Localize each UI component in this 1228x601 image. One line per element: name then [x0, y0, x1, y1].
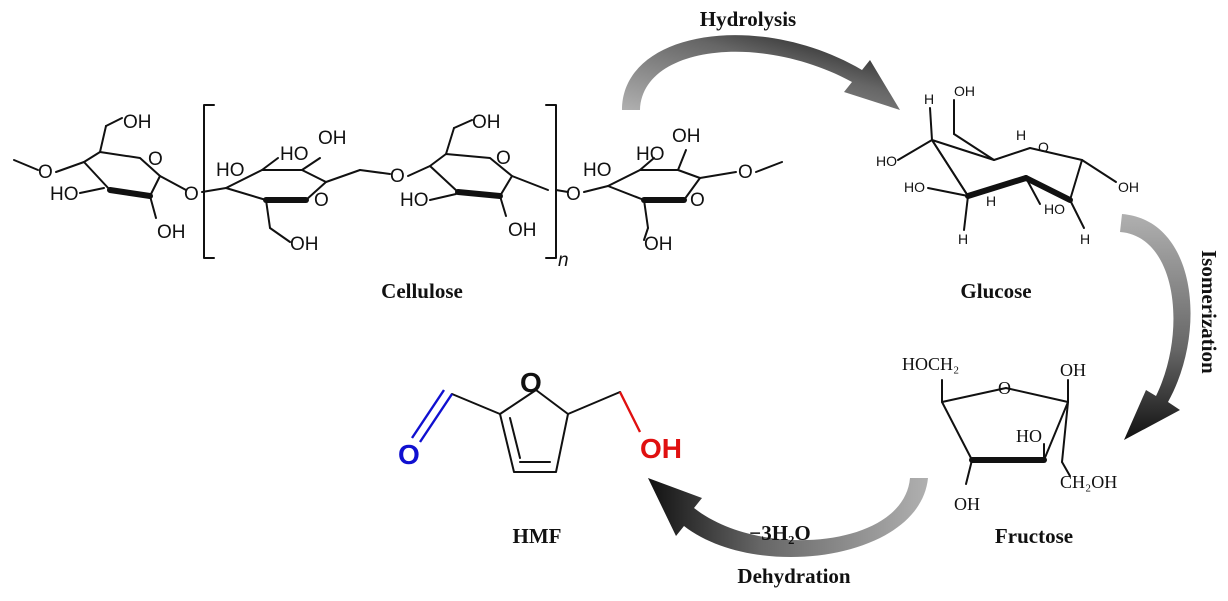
- cellulose-repeat-n: n: [558, 250, 569, 271]
- cellulose-oh-2: OH: [157, 222, 186, 243]
- hmf-ring-o: O: [520, 367, 542, 398]
- cellulose-ho-4: HO: [400, 190, 429, 211]
- cellulose-ho-3: HO: [280, 144, 309, 165]
- glucose-h-5: H: [1080, 231, 1090, 247]
- glucose-ho-3: HO: [1044, 201, 1065, 217]
- isomerization-arrow: [1120, 214, 1191, 440]
- glucose-oh-top: OH: [954, 83, 975, 99]
- fructose-ho: HO: [1016, 426, 1042, 446]
- glucose-h-3: H: [1016, 127, 1026, 143]
- cellulose-label: Cellulose: [381, 279, 463, 303]
- cellulose-ho-6: HO: [636, 144, 665, 165]
- cellulose-link-o-3: O: [566, 184, 581, 205]
- glucose-structure: OH H HO HO H H O H HO OH H: [876, 83, 1139, 247]
- cellulose-structure: O OH HO OH O O HO HO OH O OH O: [13, 104, 783, 271]
- cellulose-ring-o-4: O: [690, 190, 705, 211]
- cellulose-oh-8: OH: [644, 234, 673, 255]
- fructose-structure: HOCH₂ O OH CH₂OH HO OH: [902, 354, 1117, 514]
- fructose-hoch2: HOCH₂: [902, 354, 959, 374]
- cellulose-ring-o-1: O: [148, 149, 163, 170]
- water-loss-label: −3H₂O: [749, 521, 810, 545]
- hydrolysis-label: Hydrolysis: [700, 7, 796, 31]
- cellulose-o-left: O: [38, 162, 53, 183]
- glucose-label: Glucose: [960, 279, 1031, 303]
- cellulose-oh-5: OH: [472, 112, 501, 133]
- cellulose-oh-1: OH: [123, 112, 152, 133]
- glucose-ring-o: O: [1038, 139, 1049, 155]
- dehydration-arrow: [648, 478, 928, 558]
- cellulose-ho-5: HO: [583, 160, 612, 181]
- glucose-ho-2: HO: [904, 179, 925, 195]
- glucose-ho-1: HO: [876, 153, 897, 169]
- cellulose-oh-6: OH: [508, 220, 537, 241]
- glucose-h-1: H: [924, 91, 934, 107]
- cellulose-oh-3: OH: [318, 128, 347, 149]
- hmf-structure: O O OH: [398, 367, 682, 473]
- dehydration-label: Dehydration: [737, 564, 850, 588]
- cellulose-oh-7: OH: [672, 126, 701, 147]
- fructose-label: Fructose: [995, 524, 1073, 548]
- glucose-h-4: H: [986, 193, 996, 209]
- cellulose-ho-1: HO: [50, 184, 79, 205]
- hydrolysis-arrow: [622, 35, 900, 110]
- glucose-h-2: H: [958, 231, 968, 247]
- hmf-aldehyde-o: O: [398, 439, 420, 470]
- cellulose-ho-2: HO: [216, 160, 245, 181]
- fructose-ch2oh: CH₂OH: [1060, 472, 1117, 492]
- glucose-oh-right: OH: [1118, 179, 1139, 195]
- hmf-hydroxyl: OH: [640, 433, 682, 464]
- hmf-label: HMF: [513, 524, 562, 548]
- isomerization-label: Isomerization: [1197, 250, 1221, 374]
- fructose-oh-1: OH: [1060, 360, 1086, 380]
- cellulose-ring-o-3: O: [496, 148, 511, 169]
- fructose-ring-o: O: [998, 378, 1011, 398]
- cellulose-link-o-1: O: [184, 184, 199, 205]
- cellulose-ring-o-2: O: [314, 190, 329, 211]
- cellulose-o-right: O: [738, 162, 753, 183]
- fructose-oh-2: OH: [954, 494, 980, 514]
- cellulose-oh-4: OH: [290, 234, 319, 255]
- cellulose-link-o-2: O: [390, 166, 405, 187]
